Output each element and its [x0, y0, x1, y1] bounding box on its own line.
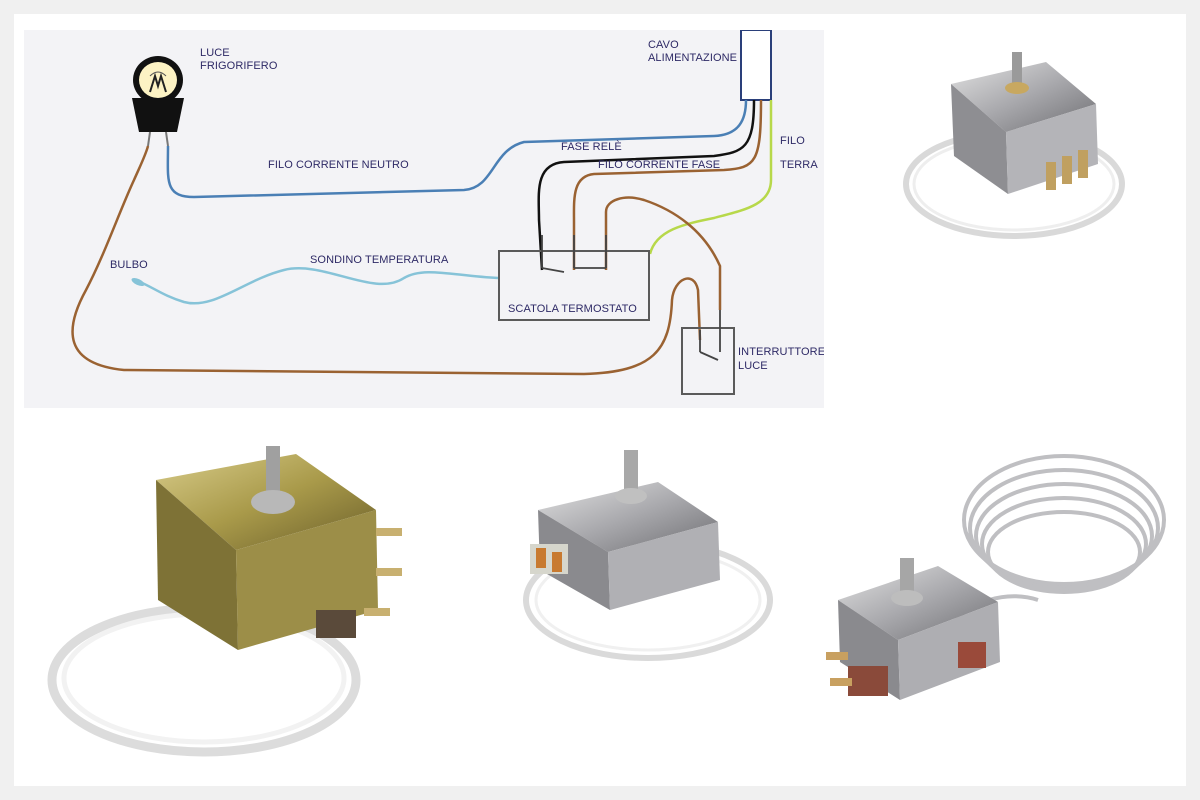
- label-alimentazione: ALIMENTAZIONE: [648, 52, 737, 64]
- light-bulb-icon: [132, 56, 184, 147]
- label-filo-fase: FILO CORRENTE FASE: [598, 159, 720, 171]
- label-fase-rele: FASE RELÈ: [561, 140, 622, 153]
- label-luce-switch: LUCE: [738, 360, 768, 372]
- wire-fase-bulb: [71, 145, 702, 376]
- wire-fase: [572, 99, 763, 270]
- label-interruttore: INTERRUTTORE: [738, 346, 824, 358]
- thermostat-photo-bottom-center: [508, 440, 778, 680]
- wire-sondino: [139, 267, 499, 305]
- label-scatola: SCATOLA TERMOSTATO: [508, 303, 637, 315]
- thermostat-icon: [47, 446, 402, 757]
- wiring-diagram-svg: LUCE FRIGORIFERO CAVO ALIMENTAZIONE FILO…: [71, 29, 825, 395]
- thermostat-photo-top-right: [896, 44, 1136, 254]
- label-bulbo: BULBO: [110, 259, 148, 271]
- wire-rele: [537, 99, 756, 271]
- thermostat-photo-bottom-left: [46, 440, 416, 770]
- label-filo: FILO: [780, 135, 805, 147]
- label-luce: LUCE: [200, 47, 230, 59]
- bulb-probe-icon: [131, 277, 145, 287]
- label-frigorifero: FRIGORIFERO: [200, 60, 278, 72]
- thermostat-icon: [523, 450, 773, 661]
- wiring-diagram: LUCE FRIGORIFERO CAVO ALIMENTAZIONE FILO…: [24, 29, 825, 408]
- label-cavo: CAVO: [648, 39, 679, 51]
- label-sondino: SONDINO TEMPERATURA: [310, 254, 449, 266]
- wire-neutro: [166, 99, 748, 199]
- label-terra: TERRA: [780, 159, 818, 171]
- thermostat-switch-icon: [541, 235, 607, 273]
- wire-terra: [648, 100, 773, 255]
- light-switch-box: [681, 327, 735, 395]
- light-switch-icon: [699, 310, 721, 361]
- thermostat-icon: [903, 52, 1125, 239]
- thermostat-icon: [826, 454, 1166, 700]
- thermostat-photo-bottom-right: [808, 430, 1168, 730]
- label-filo-neutro: FILO CORRENTE NEUTRO: [268, 159, 409, 171]
- power-cable-icon: [740, 29, 772, 101]
- wire-fase-switch: [604, 196, 722, 310]
